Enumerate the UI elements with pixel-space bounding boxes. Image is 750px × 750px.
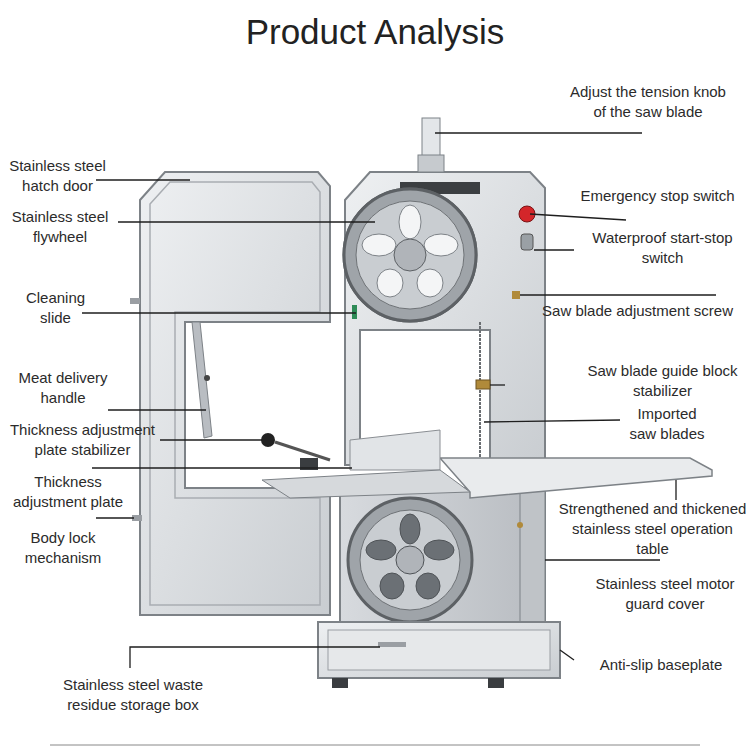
part-label: Saw blade guide block stabilizer	[585, 361, 740, 401]
operation-table	[440, 458, 712, 498]
part-label: Stainless steel hatch door	[0, 156, 115, 196]
knob-base	[418, 155, 444, 172]
part-label: Stainless steel flywheel	[0, 207, 120, 247]
part-label: Adjust the tension knob of the saw blade	[568, 82, 728, 122]
upper-flywheel-disc	[356, 201, 464, 309]
handle-pin	[204, 375, 210, 381]
hatch-door	[140, 172, 330, 615]
part-label: Meat delivery handle	[3, 368, 123, 408]
box-handle	[378, 642, 406, 647]
bottom-rule	[50, 745, 700, 746]
door-inner-edge	[150, 182, 320, 605]
part-label: Strengthened and thickened stainless ste…	[555, 499, 750, 559]
part-label: Anti-slip baseplate	[586, 655, 736, 675]
back-fence	[350, 430, 440, 470]
part-label: Stainless steel waste residue storage bo…	[38, 675, 228, 715]
saw-blade	[479, 322, 481, 470]
upper-flywheel	[344, 189, 476, 321]
title: Product Analysis	[0, 10, 750, 54]
stabilizer-knob	[261, 433, 275, 447]
part-label: Stainless steel motor guard cover	[585, 574, 745, 614]
lower-flywheel	[348, 498, 472, 622]
lower-flywheel-disc	[360, 510, 460, 610]
upper-flywheel-rim	[344, 189, 476, 321]
part-label: Body lock mechanism	[8, 528, 118, 568]
meat-handle	[192, 322, 212, 438]
flywheel-hub	[394, 239, 426, 271]
lower-flywheel-holes	[366, 514, 454, 599]
guide-block	[476, 380, 490, 389]
lower-hub	[396, 546, 424, 574]
adjust-screw	[512, 291, 520, 299]
part-label: Saw blade adjustment screw	[525, 301, 750, 321]
foot	[488, 678, 504, 688]
thickness-plate	[262, 470, 470, 498]
body-screw	[517, 522, 523, 528]
part-label: Imported saw blades	[622, 404, 712, 444]
part-label: Thickness adjustment plate	[3, 472, 133, 512]
door-latch	[130, 298, 140, 304]
part-label: Cleaning slide	[18, 288, 93, 328]
cleaning-slide	[352, 305, 357, 319]
start-stop-switch	[521, 234, 533, 250]
tension-knob	[422, 118, 440, 158]
waste-box	[328, 630, 550, 670]
motor-guard	[520, 488, 545, 625]
part-label: Emergency stop switch	[565, 186, 750, 206]
stabilizer-rod	[275, 442, 330, 460]
part-label: Waterproof start-stop switch	[570, 228, 750, 268]
part-label: Thickness adjustment plate stabilizer	[0, 420, 165, 460]
lower-body	[340, 488, 545, 625]
foot	[332, 678, 348, 688]
base	[318, 622, 560, 678]
flywheel-holes	[362, 205, 458, 297]
